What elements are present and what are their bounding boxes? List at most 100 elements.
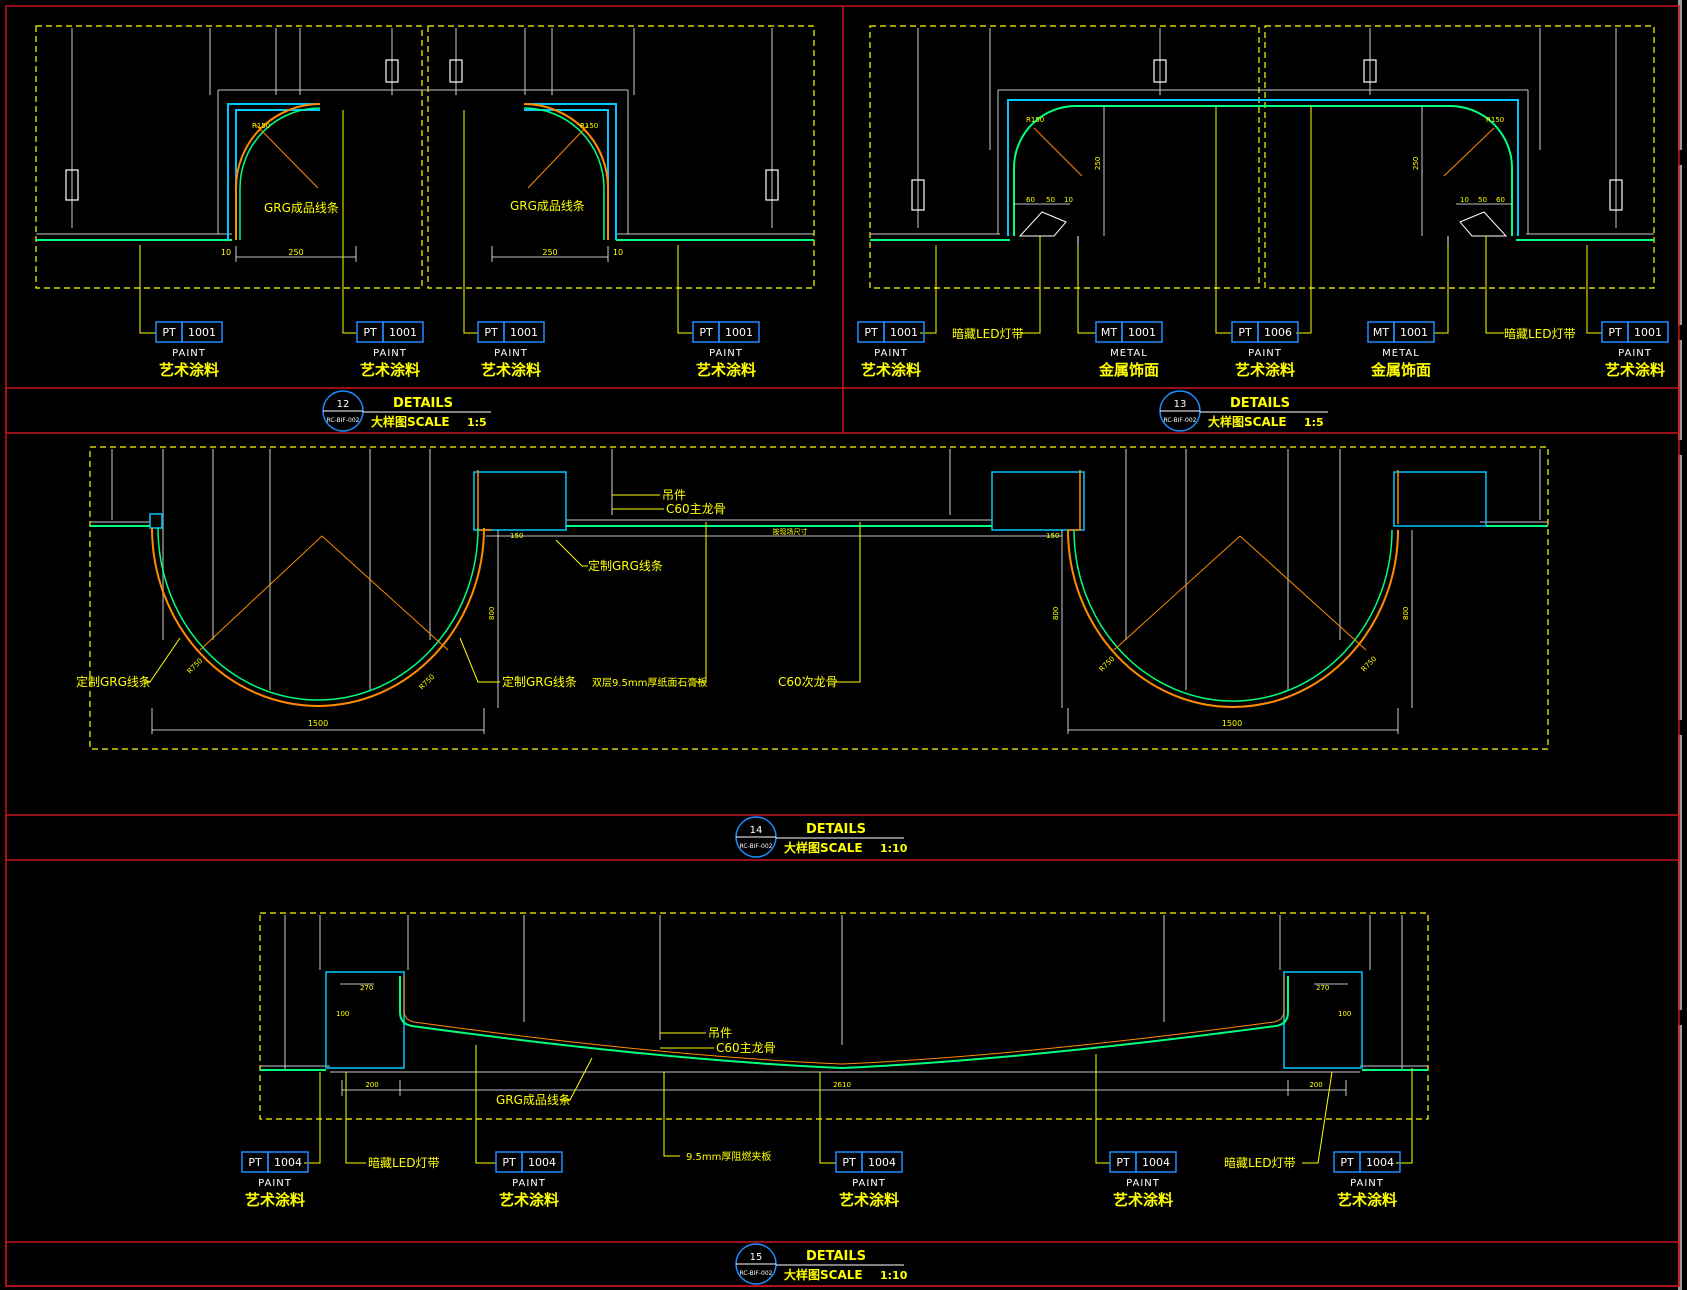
tag-material-cn: 艺术涂料	[696, 361, 756, 379]
dim-60-13a: 60	[1026, 196, 1035, 204]
dim-r750-14a: R750	[186, 657, 205, 676]
tag-number: 1001	[725, 326, 753, 339]
tag-material-cn: 金属饰面	[1098, 361, 1159, 379]
dim-2610-15: 2610	[833, 1081, 851, 1089]
tag-number: 1004	[1142, 1156, 1170, 1169]
tag-material-en: PAINT	[373, 348, 407, 359]
dim-270-15a: 270	[360, 984, 373, 992]
dim-10-right: 10	[613, 248, 623, 257]
tag-code: PT	[864, 326, 878, 339]
tag-material-en: PAINT	[1126, 1178, 1160, 1189]
note-c60sec-14: C60次龙骨	[778, 675, 838, 689]
tag-material-en: PAINT	[494, 348, 528, 359]
dim-200-15a: 200	[365, 1081, 378, 1089]
detail-sheet-ref: RC-BIF-002	[740, 843, 773, 850]
dim-r750-14b: R750	[418, 673, 437, 692]
dim-10-13a: 10	[1064, 196, 1073, 204]
sheet-frames	[5, 5, 1680, 1287]
detail-12-drawing: 250 250 10 10 R150 R150 GRG成品线条 GRG成品线条	[35, 25, 815, 334]
tag-code: PT	[162, 326, 176, 339]
tag-code: PT	[502, 1156, 516, 1169]
tag-number-box	[267, 1151, 309, 1173]
dim-800-14a: 800	[488, 607, 496, 620]
tag-material-cn: 金属饰面	[1370, 361, 1431, 379]
dim-150-14b: 150	[1046, 532, 1059, 540]
detail-number: 12	[337, 399, 350, 410]
dim-100-15b: 100	[1338, 1010, 1351, 1018]
dim-10-13b: 10	[1460, 196, 1469, 204]
tag-number: 1001	[1128, 326, 1156, 339]
tag-number-box	[503, 321, 545, 343]
detail-subtitle: 大样图SCALE	[784, 1267, 863, 1282]
dim-r750-14d: R750	[1360, 655, 1379, 674]
note-hanger-14: 吊件	[662, 488, 686, 502]
detail-title: DETAILS	[806, 1249, 866, 1264]
note-c60main-14: C60主龙骨	[666, 502, 726, 516]
detail-subtitle: 大样图SCALE	[1208, 414, 1287, 429]
dim-r750-14c: R750	[1098, 655, 1117, 674]
tag-number: 1004	[868, 1156, 896, 1169]
tag-number: 1001	[1634, 326, 1662, 339]
tag-material-en: PAINT	[1618, 348, 1652, 359]
detail-subtitle: 大样图SCALE	[371, 414, 450, 429]
tag-material-en: PAINT	[709, 348, 743, 359]
detail-scale: 1:10	[880, 842, 908, 855]
note-hanger-15: 吊件	[708, 1026, 732, 1040]
dim-10-left: 10	[221, 248, 231, 257]
detail-15-drawing: 200 2610 200 100 100 270 270 吊件 C60主龙骨 G…	[259, 912, 1429, 1170]
tag-material-en: METAL	[1382, 348, 1420, 359]
dim-50-13a: 50	[1046, 196, 1055, 204]
dim-270-15b: 270	[1316, 984, 1329, 992]
dim-150-14a: 150	[510, 532, 523, 540]
dim-250-right: 250	[542, 248, 557, 257]
tag-material-cn: 艺术涂料	[861, 361, 921, 379]
tag-code: PT	[842, 1156, 856, 1169]
tag-material-en: PAINT	[874, 348, 908, 359]
dim-60-13b: 60	[1496, 196, 1505, 204]
tag-material-en: PAINT	[1350, 1178, 1384, 1189]
tag-code: PT	[699, 326, 713, 339]
tag-number: 1004	[528, 1156, 556, 1169]
tag-material-cn: 艺术涂料	[245, 1191, 305, 1209]
tag-number-box	[1359, 1151, 1401, 1173]
tag-material-en: PAINT	[852, 1178, 886, 1189]
tag-number-box	[718, 321, 760, 343]
note-led-13b: 暗藏LED灯带	[1504, 326, 1576, 341]
dim-50-13b: 50	[1478, 196, 1487, 204]
note-gypsum-14: 双层9.5mm厚纸面石膏板	[592, 676, 707, 689]
tag-number-box	[861, 1151, 903, 1173]
tag-code: MT	[1373, 326, 1389, 339]
tag-number-box	[181, 321, 223, 343]
note-custom-grg-14c: 定制GRG线条	[502, 674, 577, 689]
note-led-15a: 暗藏LED灯带	[368, 1155, 440, 1170]
detail-sheet-ref: RC-BIF-002	[740, 1270, 773, 1277]
tag-material-en: PAINT	[258, 1178, 292, 1189]
detail-14-drawing: 1500 1500 800 800 800 150 150 按现场尺寸 R750…	[76, 446, 1549, 750]
detail-number: 14	[750, 825, 763, 836]
detail-subtitle: 大样图SCALE	[784, 840, 863, 855]
dim-800-14c: 800	[1402, 607, 1410, 620]
tag-material-cn: 艺术涂料	[1605, 361, 1665, 379]
tag-number: 1001	[389, 326, 417, 339]
dim-200-15b: 200	[1309, 1081, 1322, 1089]
note-plywood-15: 9.5mm厚阻燃夹板	[686, 1150, 771, 1163]
tag-number-box	[1257, 321, 1299, 343]
note-custom-grg-14a: 定制GRG线条	[588, 558, 663, 573]
tag-code: PT	[484, 326, 498, 339]
dim-250-13b: 250	[1412, 157, 1420, 170]
detail-number: 13	[1174, 399, 1187, 410]
note-custom-grg-14b: 定制GRG线条	[76, 674, 151, 689]
dim-100-15a: 100	[336, 1010, 349, 1018]
